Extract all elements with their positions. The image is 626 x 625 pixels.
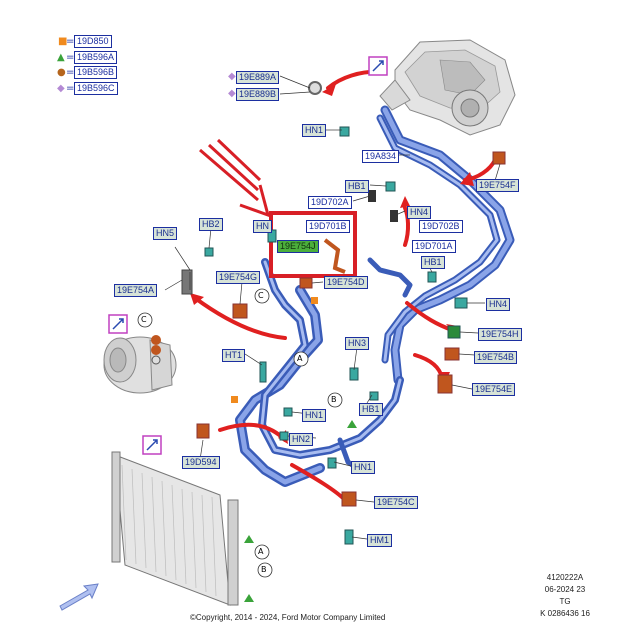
legend-code-19b596a[interactable]: 19B596A <box>74 51 118 64</box>
label-19e889a[interactable]: 19E889A <box>236 71 280 84</box>
label-hn3[interactable]: HN3 <box>345 337 370 350</box>
label-19a834[interactable]: 19A834 <box>362 150 400 163</box>
label-19e889b[interactable]: 19E889B <box>236 88 280 101</box>
label-19e754a[interactable]: 19E754A <box>114 284 158 297</box>
label-hn1-top[interactable]: HN1 <box>302 124 327 137</box>
callout-a-1: A <box>297 354 303 363</box>
legend-code-19d850[interactable]: 19D850 <box>74 35 112 48</box>
callout-circles <box>137 288 343 578</box>
label-19e754f[interactable]: 19E754F <box>476 179 519 192</box>
ac-compressor-illustration <box>103 336 177 394</box>
label-19e754e[interactable]: 19E754E <box>472 383 516 396</box>
callout-c-2: C <box>141 315 147 324</box>
label-hb1-top[interactable]: HB1 <box>345 180 369 193</box>
legend-code-19b596c[interactable]: 19B596C <box>74 82 118 95</box>
direction-indicator-icon <box>59 583 99 611</box>
compressor-engine-illustration <box>379 39 516 136</box>
label-hn5[interactable]: HN5 <box>153 227 178 240</box>
callout-a-2: A <box>258 547 264 556</box>
label-19d701a[interactable]: 19D701A <box>412 240 456 253</box>
label-19d701b[interactable]: 19D701B <box>306 220 350 233</box>
legend-triangle-icon: ▲ <box>57 52 65 63</box>
label-hn4-top[interactable]: HN4 <box>407 206 432 219</box>
label-19e754c[interactable]: 19E754C <box>374 496 418 509</box>
label-ht1[interactable]: HT1 <box>222 349 246 362</box>
legend-square-icon: ■ <box>58 36 68 47</box>
diamond-marker-icon: ◆ <box>228 71 236 82</box>
doc-code: 4120222A <box>546 573 584 582</box>
condenser-illustration <box>111 451 239 606</box>
refrigerant-lines <box>235 105 515 487</box>
copyright-text: ©Copyright, 2014 - 2024, Ford Motor Comp… <box>190 613 386 622</box>
label-19e754b[interactable]: 19E754B <box>474 351 518 364</box>
label-19d702b[interactable]: 19D702B <box>419 220 463 233</box>
large-pointer-arrow <box>199 138 271 218</box>
label-19e754h[interactable]: 19E754H <box>478 328 522 341</box>
doc-code: 06-2024 23 <box>544 585 586 594</box>
label-hn-partial[interactable]: HN <box>253 220 272 233</box>
label-hn1-mid[interactable]: HN1 <box>302 409 327 422</box>
label-hn2[interactable]: HN2 <box>289 433 314 446</box>
legend-circle-icon: ● <box>57 67 66 78</box>
label-hn4-right[interactable]: HN4 <box>486 298 511 311</box>
legend-equals: = <box>66 83 75 94</box>
highlight-box <box>269 211 357 278</box>
label-19e754g[interactable]: 19E754G <box>216 271 261 284</box>
connector-parts <box>151 81 506 602</box>
label-hm1[interactable]: HM1 <box>367 534 393 547</box>
label-hb2[interactable]: HB2 <box>199 218 223 231</box>
legend-diamond-icon: ◆ <box>57 83 65 94</box>
label-hb1-bottom[interactable]: HB1 <box>359 403 383 416</box>
label-19e754j-highlighted[interactable]: 19E754J <box>277 240 319 253</box>
callout-c-1: C <box>258 291 264 300</box>
part-19e754j-illustration <box>323 238 346 274</box>
doc-code: K 0286436 16 <box>540 609 590 618</box>
label-hb1-mid[interactable]: HB1 <box>421 256 445 269</box>
doc-code: TG <box>559 597 571 606</box>
legend-code-19b596b[interactable]: 19B596B <box>74 66 118 79</box>
image-link-icons <box>108 56 388 455</box>
diamond-marker-icon: ◆ <box>228 88 236 99</box>
label-19d702a[interactable]: 19D702A <box>308 196 352 209</box>
leader-lines <box>164 75 501 540</box>
label-19e754d[interactable]: 19E754D <box>324 276 368 289</box>
legend-equals: = <box>66 67 75 78</box>
legend-equals: = <box>66 52 75 63</box>
callout-b-1: B <box>331 395 337 404</box>
doc-codes: 4120222A 06-2024 23 TG K 0286436 16 <box>530 572 600 620</box>
label-19d594[interactable]: 19D594 <box>182 456 220 469</box>
callout-b-2: B <box>261 565 267 574</box>
label-hn1-bottom[interactable]: HN1 <box>351 461 376 474</box>
legend-equals: = <box>66 36 75 47</box>
